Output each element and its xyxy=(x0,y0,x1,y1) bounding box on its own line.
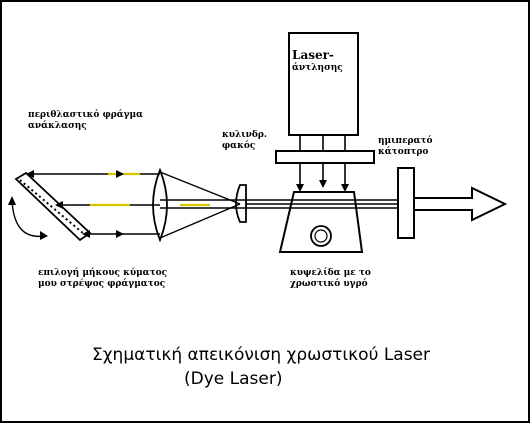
caption-line2: (Dye Laser) xyxy=(184,369,283,389)
caption-line1: Σχηματική απεικόνιση χρωστικού Laser xyxy=(92,345,431,365)
cyl-lens-line2: φακός xyxy=(222,141,256,151)
beam-cone xyxy=(159,171,241,239)
diffraction-grating xyxy=(14,171,92,242)
wavelength-select-label: επιλογή μήκους κύματος μου στρέψος φράγμ… xyxy=(38,268,167,290)
cylindrical-lens xyxy=(235,184,247,223)
mirror-label-line2: κάτοπτρο xyxy=(378,147,429,157)
output-mirror xyxy=(397,167,415,239)
grating-label: περιθλαστικό φράγμα ανάκλασης xyxy=(28,110,143,132)
cuvette-label-line2: χρωστικό υγρό xyxy=(290,279,368,289)
output-arrow xyxy=(413,186,508,222)
cuvette xyxy=(278,191,364,253)
mirror-label: ημιπερατό κάτοπτρο xyxy=(378,136,433,158)
cylindrical-lens-plate xyxy=(275,150,375,164)
grating-label-line1: περιθλαστικό φράγμα xyxy=(28,110,144,120)
pump-beam-arrowheads xyxy=(296,180,349,192)
rotation-arrow xyxy=(11,199,45,238)
grating-label-line2: ανάκλασης xyxy=(28,121,87,131)
wavelength-select-line1: επιλογή μήκους κύματος xyxy=(38,268,168,278)
cyl-lens-label: κυλινδρ. φακός xyxy=(222,130,267,152)
wavelength-select-line2: μου στρέψος φράγματος xyxy=(38,279,166,289)
cyl-lens-line1: κυλινδρ. xyxy=(222,130,268,140)
beam-arrowheads xyxy=(26,170,124,238)
mirror-label-line1: ημιπερατό xyxy=(378,136,433,146)
cuvette-stirrer xyxy=(310,225,332,247)
cuvette-label-line1: κυψελίδα με το xyxy=(290,268,371,278)
output-beam xyxy=(160,199,398,209)
pump-laser-label: Laser- άντλησης xyxy=(292,48,343,74)
cuvette-label: κυψελίδα με το χρωστικό υγρό xyxy=(290,268,371,290)
pump-laser-line1: Laser- xyxy=(292,48,334,62)
pump-laser-line2: άντλησης xyxy=(292,63,343,73)
